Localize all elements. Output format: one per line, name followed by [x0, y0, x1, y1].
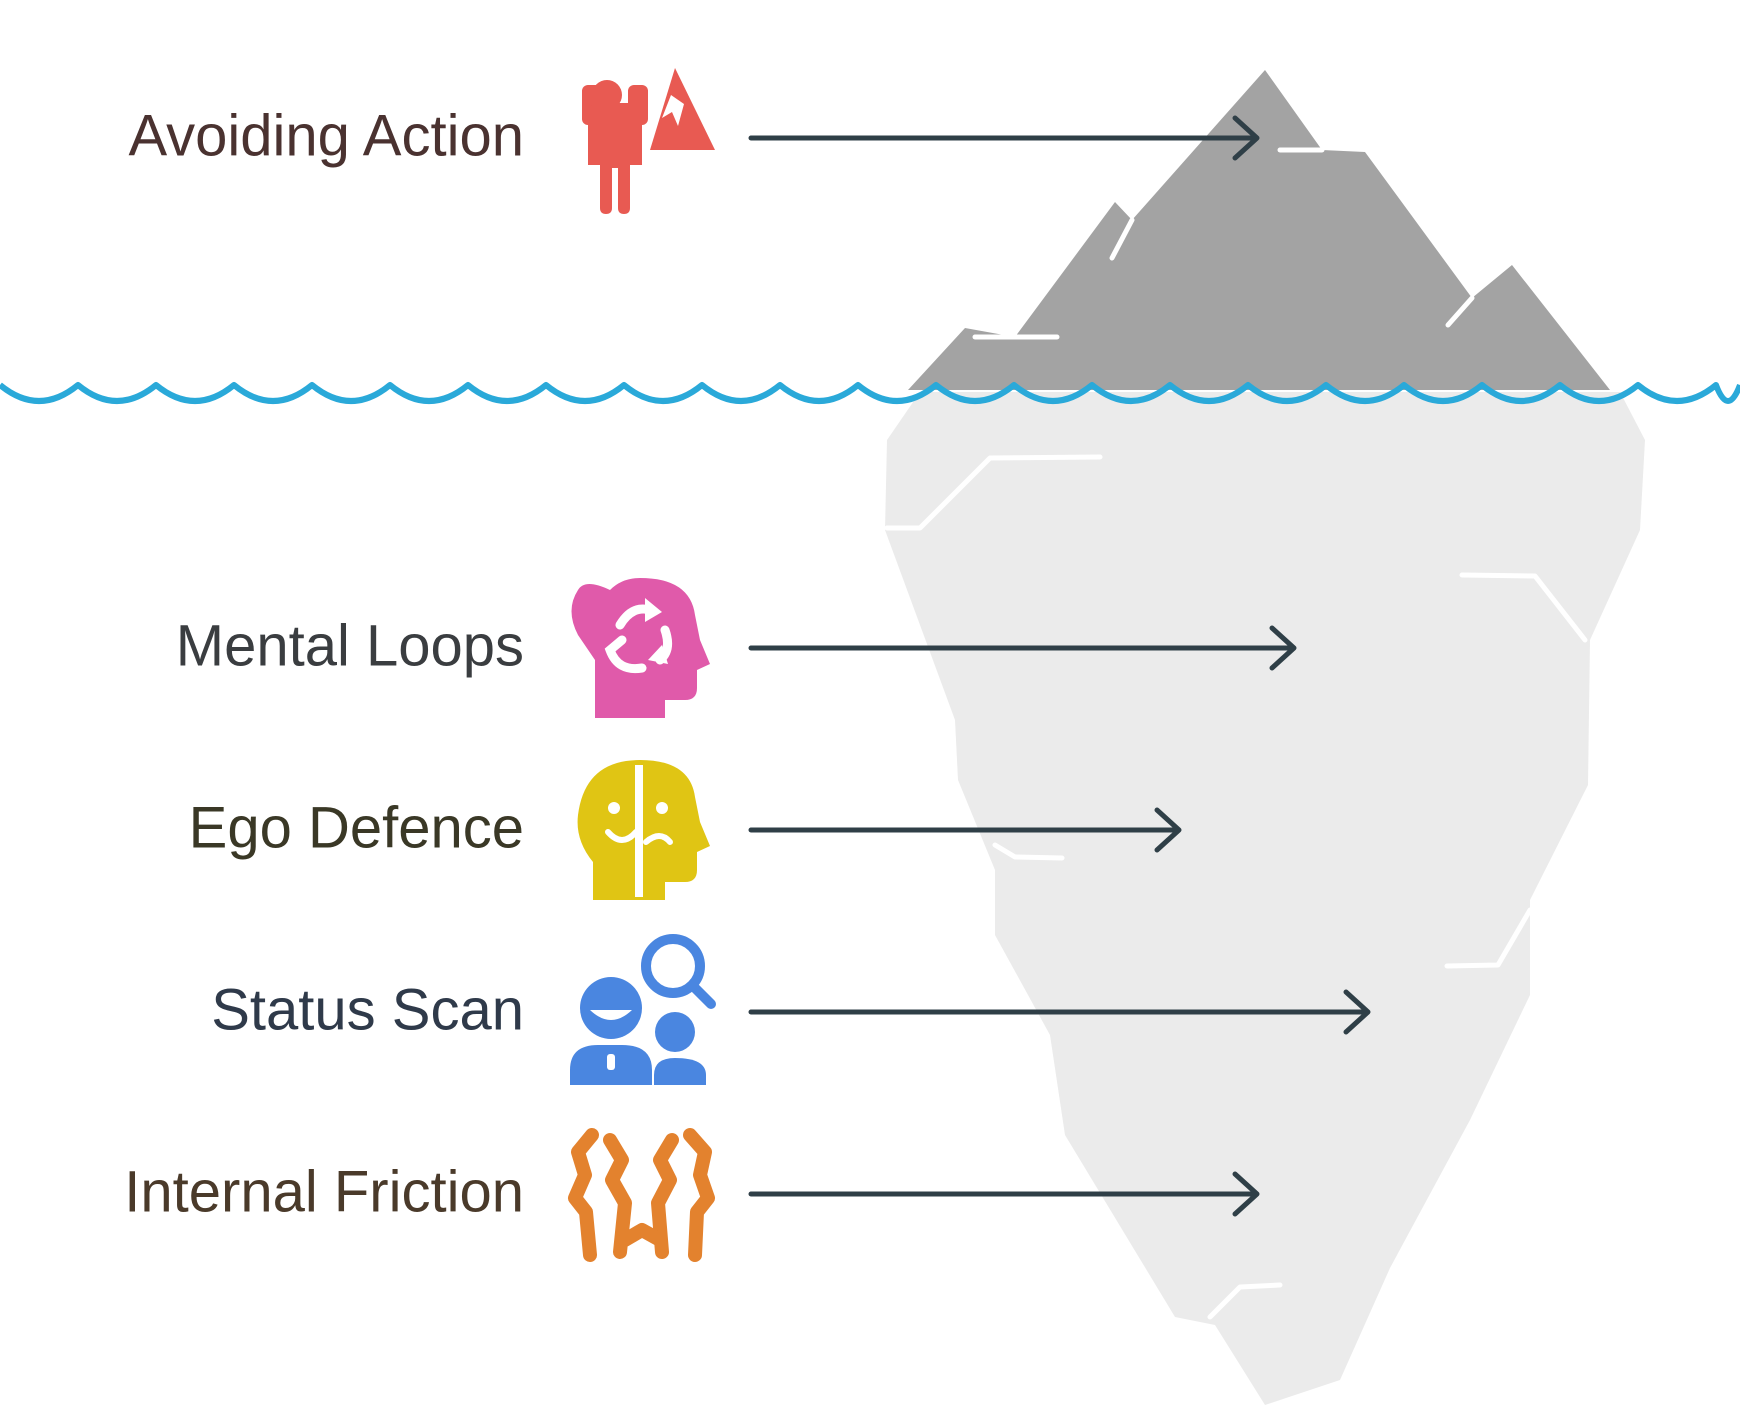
water-line — [0, 382, 1740, 404]
broken-hands-icon — [568, 1128, 715, 1262]
arrow-status-scan — [748, 989, 1371, 1035]
label-ego-defence: Ego Defence — [189, 795, 524, 860]
head-cycle-icon — [571, 578, 710, 718]
head-two-faces-icon — [577, 760, 710, 900]
arrow-mental-loops — [748, 625, 1297, 671]
label-avoiding-action: Avoiding Action — [128, 103, 524, 168]
label-status-scan: Status Scan — [211, 977, 524, 1042]
iceberg-submerged — [885, 392, 1645, 1405]
iceberg-tip — [908, 70, 1610, 390]
label-internal-friction: Internal Friction — [124, 1159, 524, 1224]
arrow-internal-friction — [748, 1171, 1260, 1217]
iceberg-tip-cracks — [972, 147, 1475, 340]
people-search-icon — [570, 934, 716, 1085]
label-mental-loops: Mental Loops — [176, 613, 524, 678]
arrow-avoiding-action — [748, 115, 1260, 161]
iceberg-submerged-cracks — [884, 454, 1588, 1320]
arrow-ego-defence — [748, 807, 1182, 853]
hiker-mountain-icon — [582, 68, 715, 214]
